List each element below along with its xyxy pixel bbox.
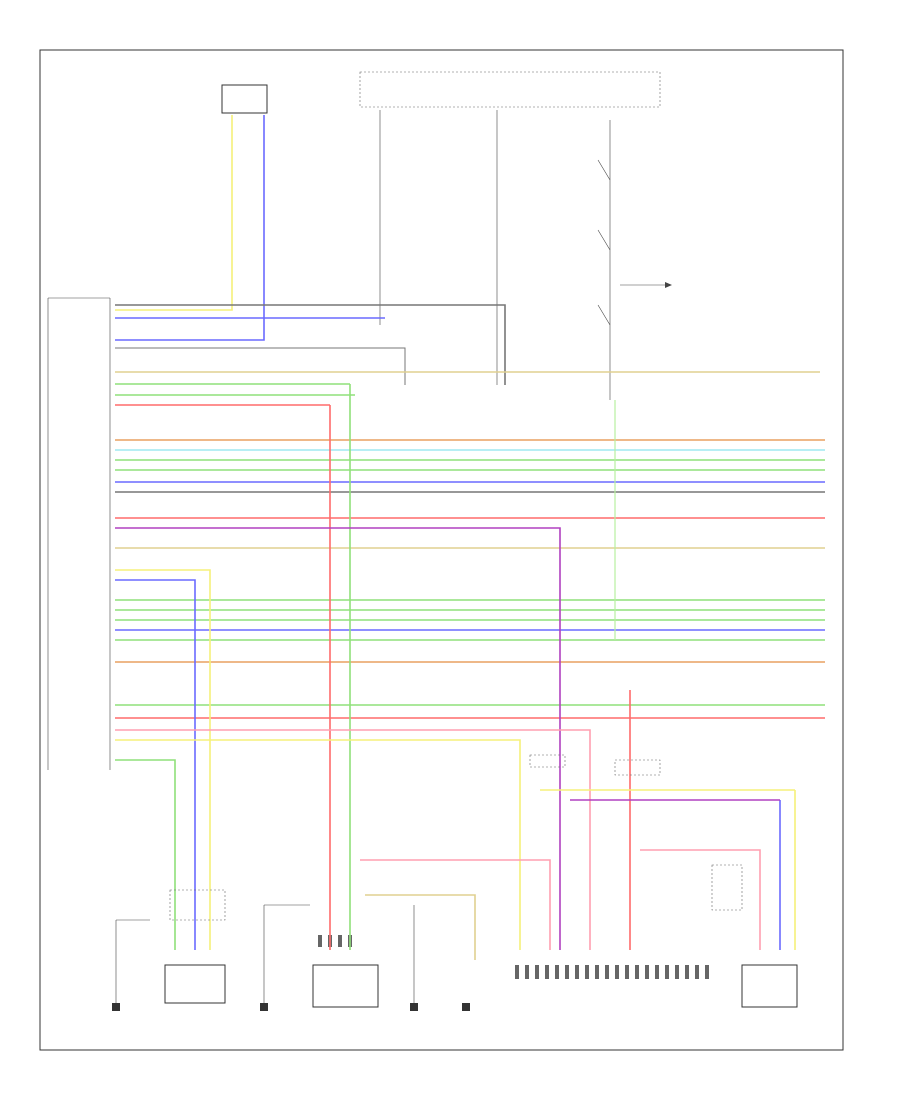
wire-tan-h3 bbox=[365, 894, 476, 960]
wire-harness bbox=[115, 115, 825, 960]
switch-3 bbox=[597, 304, 611, 326]
ground-2 bbox=[260, 1003, 268, 1011]
ground-4 bbox=[462, 1003, 470, 1011]
switch-2 bbox=[597, 229, 611, 251]
connector-pin bbox=[555, 965, 559, 979]
connector-pin bbox=[585, 965, 589, 979]
connector-pin bbox=[685, 965, 689, 979]
connector-pin bbox=[655, 965, 659, 979]
wire-pink-h4 bbox=[640, 849, 761, 950]
fuse-box-group bbox=[359, 71, 661, 108]
connector-pin bbox=[695, 965, 699, 979]
wire-yellow-drop bbox=[115, 569, 211, 950]
component-sensor-a bbox=[164, 964, 226, 1004]
wire-purple-drop bbox=[115, 527, 561, 950]
splice-box-2 bbox=[614, 759, 661, 776]
diagram-frame bbox=[39, 49, 844, 1051]
ground-1 bbox=[112, 1003, 120, 1011]
wire-gray-h1 bbox=[115, 304, 506, 385]
wire-pink-drop bbox=[115, 729, 591, 950]
component-module-b bbox=[312, 964, 379, 1008]
wire-yellow-sensor bbox=[115, 115, 233, 311]
connector-pin bbox=[705, 965, 709, 979]
arrow-head bbox=[665, 282, 672, 288]
connector-pin bbox=[525, 965, 529, 979]
splice-box bbox=[529, 754, 566, 768]
connector-pin bbox=[675, 965, 679, 979]
splice-box-4 bbox=[169, 889, 226, 921]
wire-yellow-drop-2 bbox=[115, 739, 521, 950]
connector-pin bbox=[615, 965, 619, 979]
wire-green-drop-2 bbox=[115, 759, 176, 950]
ground-3 bbox=[410, 1003, 418, 1011]
connector-pin bbox=[338, 935, 342, 947]
switch-1 bbox=[597, 159, 611, 181]
connector-pin bbox=[645, 965, 649, 979]
connector-pin bbox=[535, 965, 539, 979]
connector-pin bbox=[545, 965, 549, 979]
component-module-c bbox=[741, 964, 798, 1008]
connector-pin bbox=[575, 965, 579, 979]
connector-pin bbox=[665, 965, 669, 979]
connector-pin bbox=[625, 965, 629, 979]
connector-pin bbox=[635, 965, 639, 979]
bottom-connectors bbox=[318, 935, 709, 979]
connector-pin bbox=[605, 965, 609, 979]
wire-pink-h3 bbox=[360, 859, 551, 950]
wire-blue-drop bbox=[115, 579, 196, 950]
connector-pin bbox=[595, 965, 599, 979]
connector-pin bbox=[565, 965, 569, 979]
connector-pin bbox=[515, 965, 519, 979]
wire-blue-sensor bbox=[115, 115, 265, 341]
top-sensor-box bbox=[221, 84, 268, 114]
splice-box-3 bbox=[711, 864, 743, 911]
connector-pin bbox=[318, 935, 322, 947]
wire-gray-h2 bbox=[115, 347, 406, 385]
